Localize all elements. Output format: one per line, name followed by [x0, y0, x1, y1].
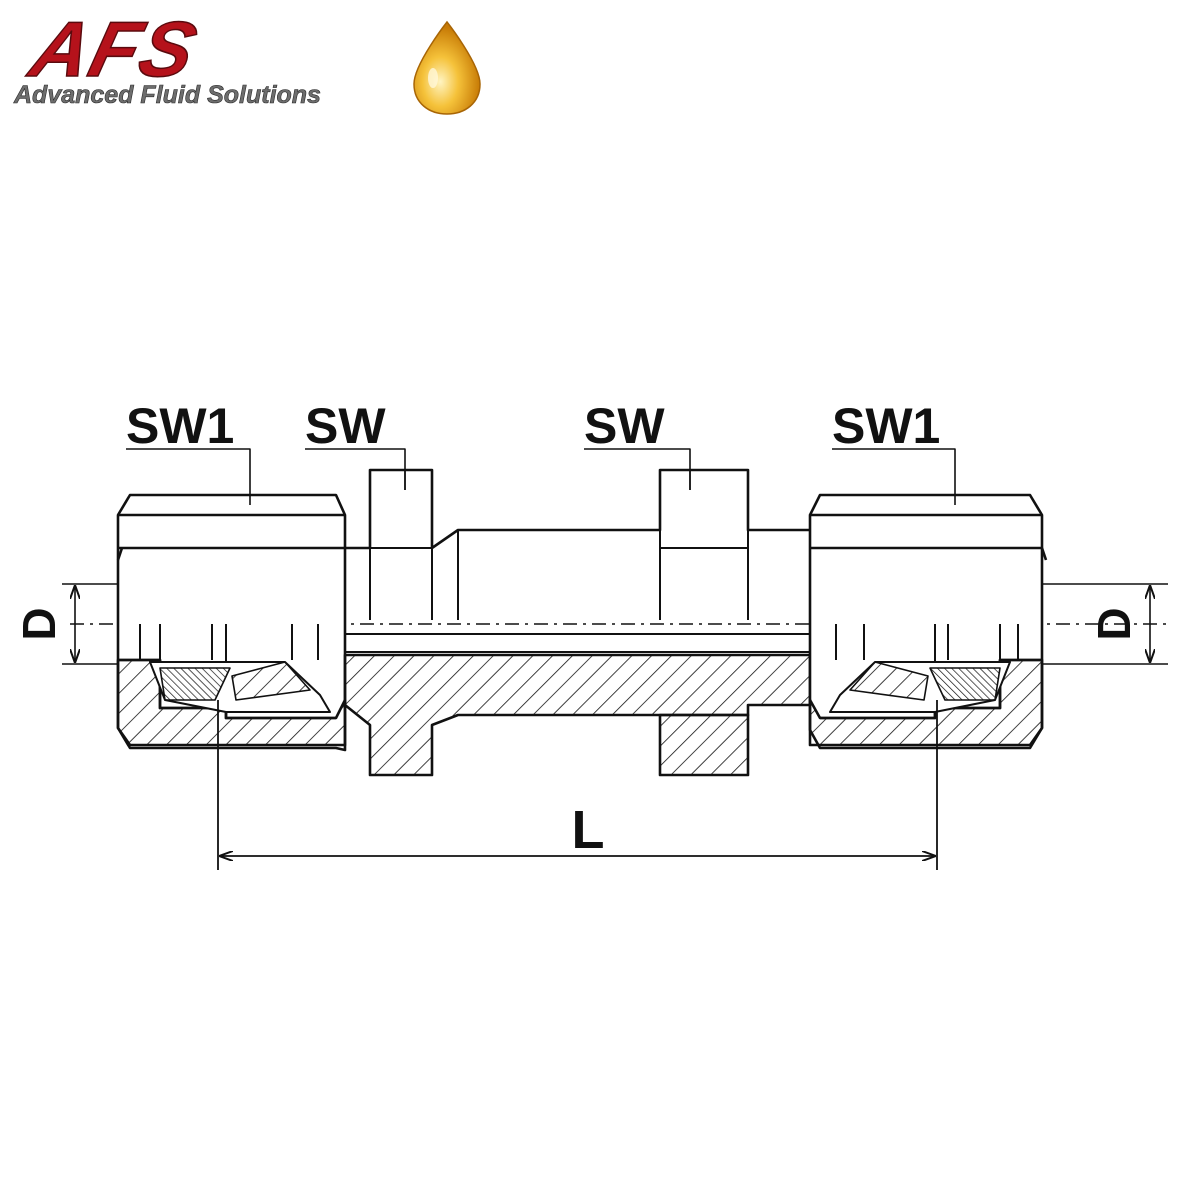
- left-nut: [116, 493, 347, 752]
- body: [343, 468, 812, 777]
- label-length: L: [572, 800, 605, 860]
- oil-drop-icon: [413, 20, 481, 115]
- label-sw1-left: SW1: [126, 398, 234, 454]
- label-sw1-right: SW1: [832, 398, 940, 454]
- label-sw-left: SW: [305, 398, 386, 454]
- afs-logo: AFS Advanced Fluid Solutions: [13, 4, 481, 115]
- label-sw-right: SW: [584, 398, 665, 454]
- leader-sw1-left: [126, 448, 251, 505]
- fitting-drawing: [62, 448, 1168, 870]
- label-d-left: D: [13, 607, 65, 640]
- label-d-right: D: [1088, 607, 1140, 640]
- leader-sw-right: [584, 448, 691, 490]
- dim-d-left: [62, 583, 118, 665]
- logo-tagline: Advanced Fluid Solutions: [13, 81, 321, 109]
- right-nut: [808, 493, 1048, 750]
- dimension-labels: SW1 SW SW SW1 D D L: [13, 398, 1140, 860]
- logo-brand: AFS: [21, 5, 207, 93]
- leader-sw1-right: [832, 448, 956, 505]
- leader-sw-left: [305, 448, 406, 490]
- dim-d-right: [1042, 583, 1168, 665]
- dim-l: [217, 700, 938, 870]
